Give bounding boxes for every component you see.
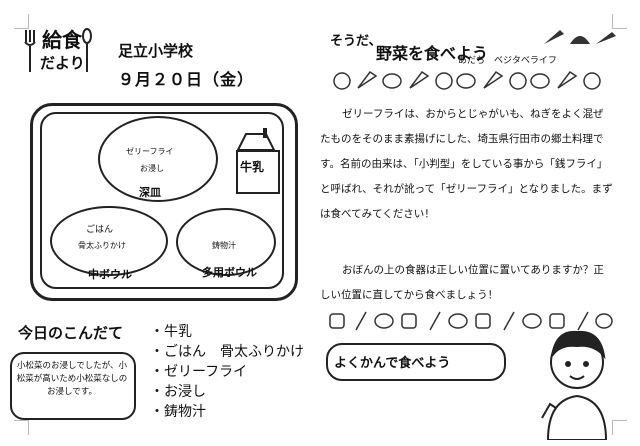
crop-mark <box>612 14 627 29</box>
medium-bowl-label: 中ボウル <box>88 268 132 281</box>
medium-bowl <box>50 206 168 276</box>
deep-plate-label: 深皿 <box>139 186 161 199</box>
section-title: 野菜を食べよう <box>376 44 489 63</box>
menu-item: ・牛乳 <box>150 324 192 340</box>
logo-subtitle: だより <box>40 54 85 72</box>
menu-item: ・お浸し <box>150 384 206 400</box>
chef-person-icon <box>541 330 608 440</box>
multi-bowl-label: 多用ボウル <box>202 266 257 279</box>
menu-note: 小松菜のお浸しでしたが、小松菜が高いため小松菜なしのお浸しです。 <box>16 361 128 397</box>
chew-well-banner <box>326 343 506 381</box>
crop-mark <box>14 14 29 29</box>
crop-mark <box>14 420 29 435</box>
fork-icon <box>24 30 36 72</box>
section-title-prefix: そうだ、 <box>330 34 382 49</box>
vegetable-border-icon <box>333 70 601 90</box>
multi-bowl <box>176 208 276 276</box>
lunch-tray <box>30 103 298 301</box>
menu-item: ・ゼリーフライ <box>150 364 248 380</box>
deep-plate-item: お浸し <box>140 164 164 173</box>
spoon-icon <box>82 28 92 72</box>
milk-label: 牛乳 <box>240 160 265 174</box>
logo-title: 給食 <box>42 28 82 52</box>
milk-carton-icon <box>236 128 276 150</box>
lunch-tray-inner <box>40 112 284 289</box>
vegetables-icon <box>544 30 616 44</box>
menu-item: ・ごはん 骨太ふりかけ <box>150 344 304 360</box>
multi-bowl-item: 鋳物汁 <box>212 241 236 250</box>
milk-carton <box>236 150 280 194</box>
chew-well-text: よくかんで食べよう <box>334 356 451 371</box>
medium-bowl-item: ごはん <box>86 225 114 235</box>
deep-plate <box>98 116 218 202</box>
section-subtitle: あだち ベジタベライフ <box>458 56 557 66</box>
article-paragraph: おぼんの上の食器は正しい位置に置いてありますか？正しい位置に直してから食べましょ… <box>320 264 604 301</box>
crop-mark <box>612 420 627 435</box>
issue-date: ９月２０日（金） <box>118 70 255 89</box>
menu-list: ・牛乳 ・ごはん 骨太ふりかけ ・ゼリーフライ ・お浸し ・鋳物汁 <box>150 322 304 422</box>
menu-item: ・鋳物汁 <box>150 404 206 420</box>
article-paragraph: ゼリーフライは、おからとじゃがいも、ねぎをよく混ぜたものをそのまま素揚げにした、… <box>320 108 613 220</box>
utensil-border-icon <box>329 311 613 331</box>
medium-bowl-item: 骨太ふりかけ <box>78 241 126 250</box>
note-bubble <box>10 352 136 420</box>
newsletter-logo: 給食 だより <box>22 24 92 80</box>
deep-plate-item: ゼリーフライ <box>126 147 174 156</box>
school-name: 足立小学校 <box>118 42 194 60</box>
menu-title: 今日のこんだて <box>18 324 124 342</box>
